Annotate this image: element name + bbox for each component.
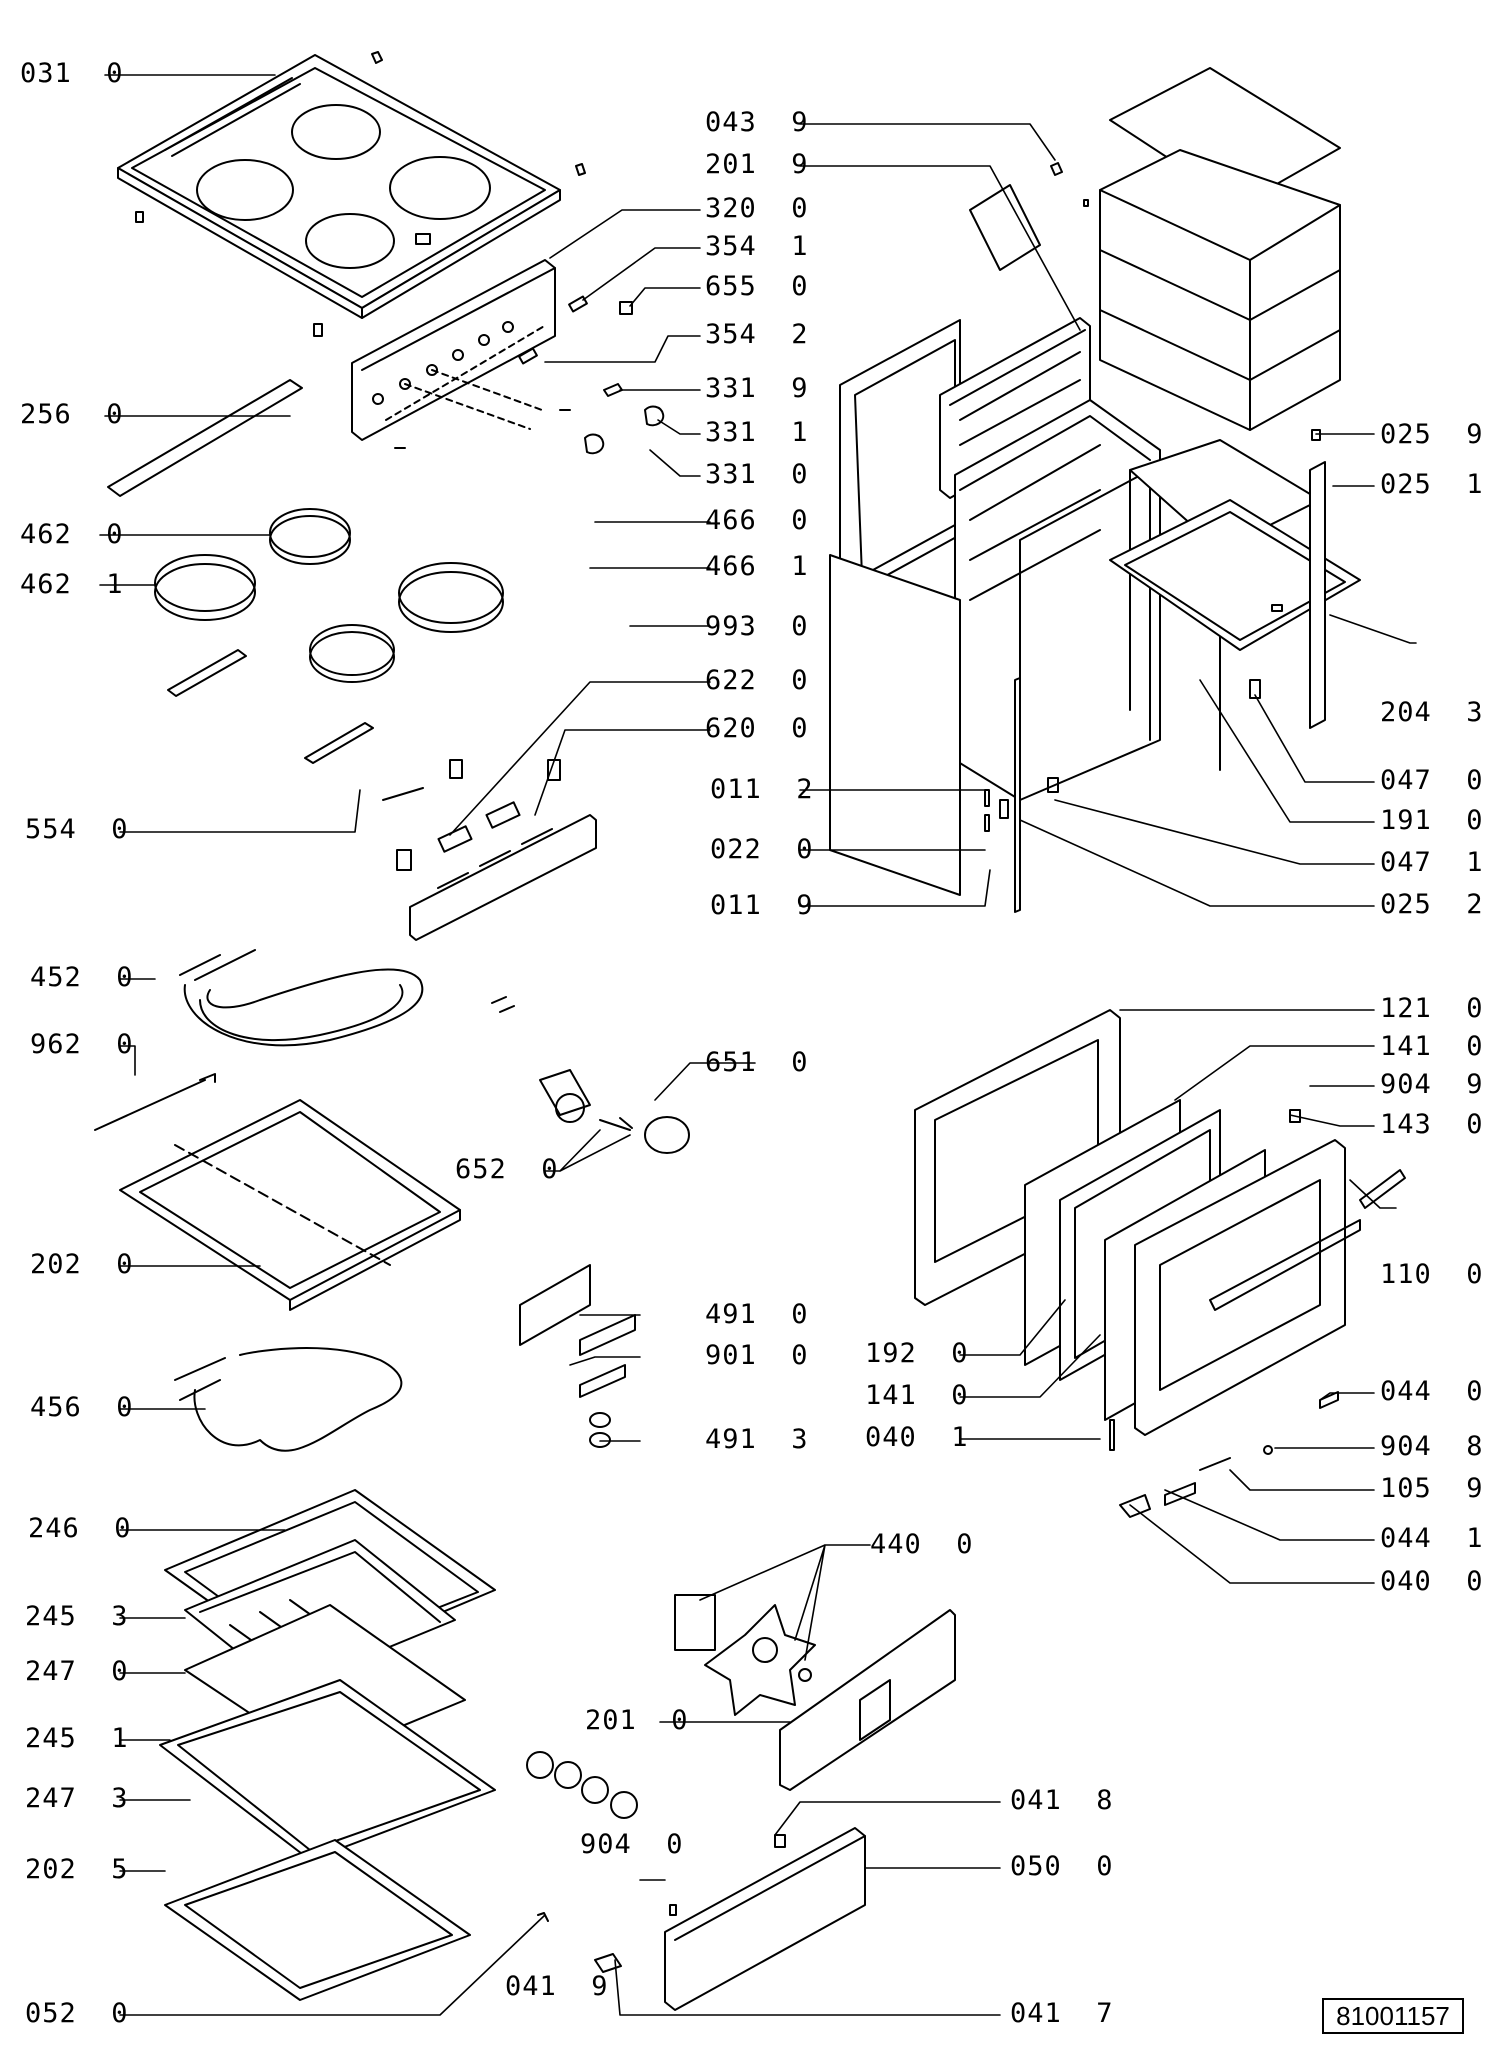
- label-105-9: 105 9: [1380, 1473, 1484, 1504]
- label-247-3: 247 3: [25, 1783, 129, 1814]
- label-110-0: 110 0: [1380, 1259, 1484, 1290]
- leader-lines: [99, 74, 1417, 2016]
- label-191-0: 191 0: [1380, 805, 1484, 836]
- knobs-part: [526, 1751, 638, 1819]
- grill-tray-part: [119, 1099, 461, 1311]
- label-256-0: 256 0: [20, 399, 124, 430]
- label-622-0: 622 0: [705, 665, 809, 696]
- oven-door-part: [914, 1009, 1406, 1518]
- label-245-3: 245 3: [25, 1601, 129, 1632]
- label-245-1: 245 1: [25, 1723, 129, 1754]
- control-panel-part: [351, 259, 665, 455]
- label-554-0: 554 0: [25, 814, 129, 845]
- label-354-2: 354 2: [705, 319, 809, 350]
- grill-element-part: [179, 949, 424, 1047]
- label-491-3: 491 3: [705, 1424, 809, 1455]
- label-041-7: 041 7: [1010, 1998, 1114, 2029]
- label-331-1: 331 1: [705, 417, 809, 448]
- label-043-9: 043 9: [705, 107, 809, 138]
- oven-trays-part: [159, 1489, 496, 2001]
- label-620-0: 620 0: [705, 713, 809, 744]
- label-246-0: 246 0: [28, 1513, 132, 1544]
- label-204-3: 204 3: [1380, 697, 1484, 728]
- label-962-0: 962 0: [30, 1029, 134, 1060]
- label-466-1: 466 1: [705, 551, 809, 582]
- lamp-part: [491, 996, 690, 1154]
- label-201-0: 201 0: [585, 1705, 689, 1736]
- label-143-0: 143 0: [1380, 1109, 1484, 1140]
- label-052-0: 052 0: [25, 1998, 129, 2029]
- lower-element-part: [174, 1347, 403, 1452]
- oven-carcass-part: [829, 67, 1361, 913]
- label-904-0: 904 0: [580, 1829, 684, 1860]
- label-041-9: 041 9: [505, 1971, 609, 2002]
- label-011-9: 011 9: [710, 890, 814, 921]
- label-040-1: 040 1: [865, 1422, 969, 1453]
- label-031-0: 031 0: [20, 58, 124, 89]
- label-993-0: 993 0: [705, 611, 809, 642]
- label-320-0: 320 0: [705, 193, 809, 224]
- label-440-0: 440 0: [870, 1529, 974, 1560]
- sensor-rod-part: [94, 1073, 216, 1131]
- strip-part: [107, 379, 303, 497]
- label-011-2: 011 2: [710, 774, 814, 805]
- label-141-0-a: 141 0: [1380, 1031, 1484, 1062]
- label-022-0: 022 0: [710, 834, 814, 865]
- label-331-9: 331 9: [705, 373, 809, 404]
- hotplates-part: [154, 508, 504, 764]
- label-652-0: 652 0: [455, 1154, 559, 1185]
- label-247-0: 247 0: [25, 1656, 129, 1687]
- label-044-1: 044 1: [1380, 1523, 1484, 1554]
- label-331-0: 331 0: [705, 459, 809, 490]
- label-202-5: 202 5: [25, 1854, 129, 1885]
- label-050-0: 050 0: [1010, 1851, 1114, 1882]
- label-141-0-b: 141 0: [865, 1380, 969, 1411]
- label-192-0: 192 0: [865, 1338, 969, 1369]
- label-354-1: 354 1: [705, 231, 809, 262]
- label-456-0: 456 0: [30, 1392, 134, 1423]
- document-number: 81001157: [1322, 1998, 1464, 2034]
- switch-module-part: [519, 1264, 636, 1448]
- label-025-9: 025 9: [1380, 419, 1484, 450]
- label-651-0: 651 0: [705, 1047, 809, 1078]
- fan-assembly-part: [674, 1594, 956, 1791]
- label-044-0: 044 0: [1380, 1376, 1484, 1407]
- label-040-0: 040 0: [1380, 1566, 1484, 1597]
- label-491-0: 491 0: [705, 1299, 809, 1330]
- label-904-8: 904 8: [1380, 1431, 1484, 1462]
- label-025-2: 025 2: [1380, 889, 1484, 920]
- label-901-0: 901 0: [705, 1340, 809, 1371]
- label-025-1: 025 1: [1380, 469, 1484, 500]
- label-047-0: 047 0: [1380, 765, 1484, 796]
- label-462-1: 462 1: [20, 569, 124, 600]
- switch-bracket-part: [382, 759, 597, 941]
- label-904-9: 904 9: [1380, 1069, 1484, 1100]
- label-462-0: 462 0: [20, 519, 124, 550]
- label-041-8: 041 8: [1010, 1785, 1114, 1816]
- plinth-part: [537, 1827, 866, 2011]
- label-655-0: 655 0: [705, 271, 809, 302]
- hob-top-part: [117, 51, 586, 337]
- label-452-0: 452 0: [30, 962, 134, 993]
- label-466-0: 466 0: [705, 505, 809, 536]
- label-202-0: 202 0: [30, 1249, 134, 1280]
- label-047-1: 047 1: [1380, 847, 1484, 878]
- label-121-0: 121 0: [1380, 993, 1484, 1024]
- label-201-9: 201 9: [705, 149, 809, 180]
